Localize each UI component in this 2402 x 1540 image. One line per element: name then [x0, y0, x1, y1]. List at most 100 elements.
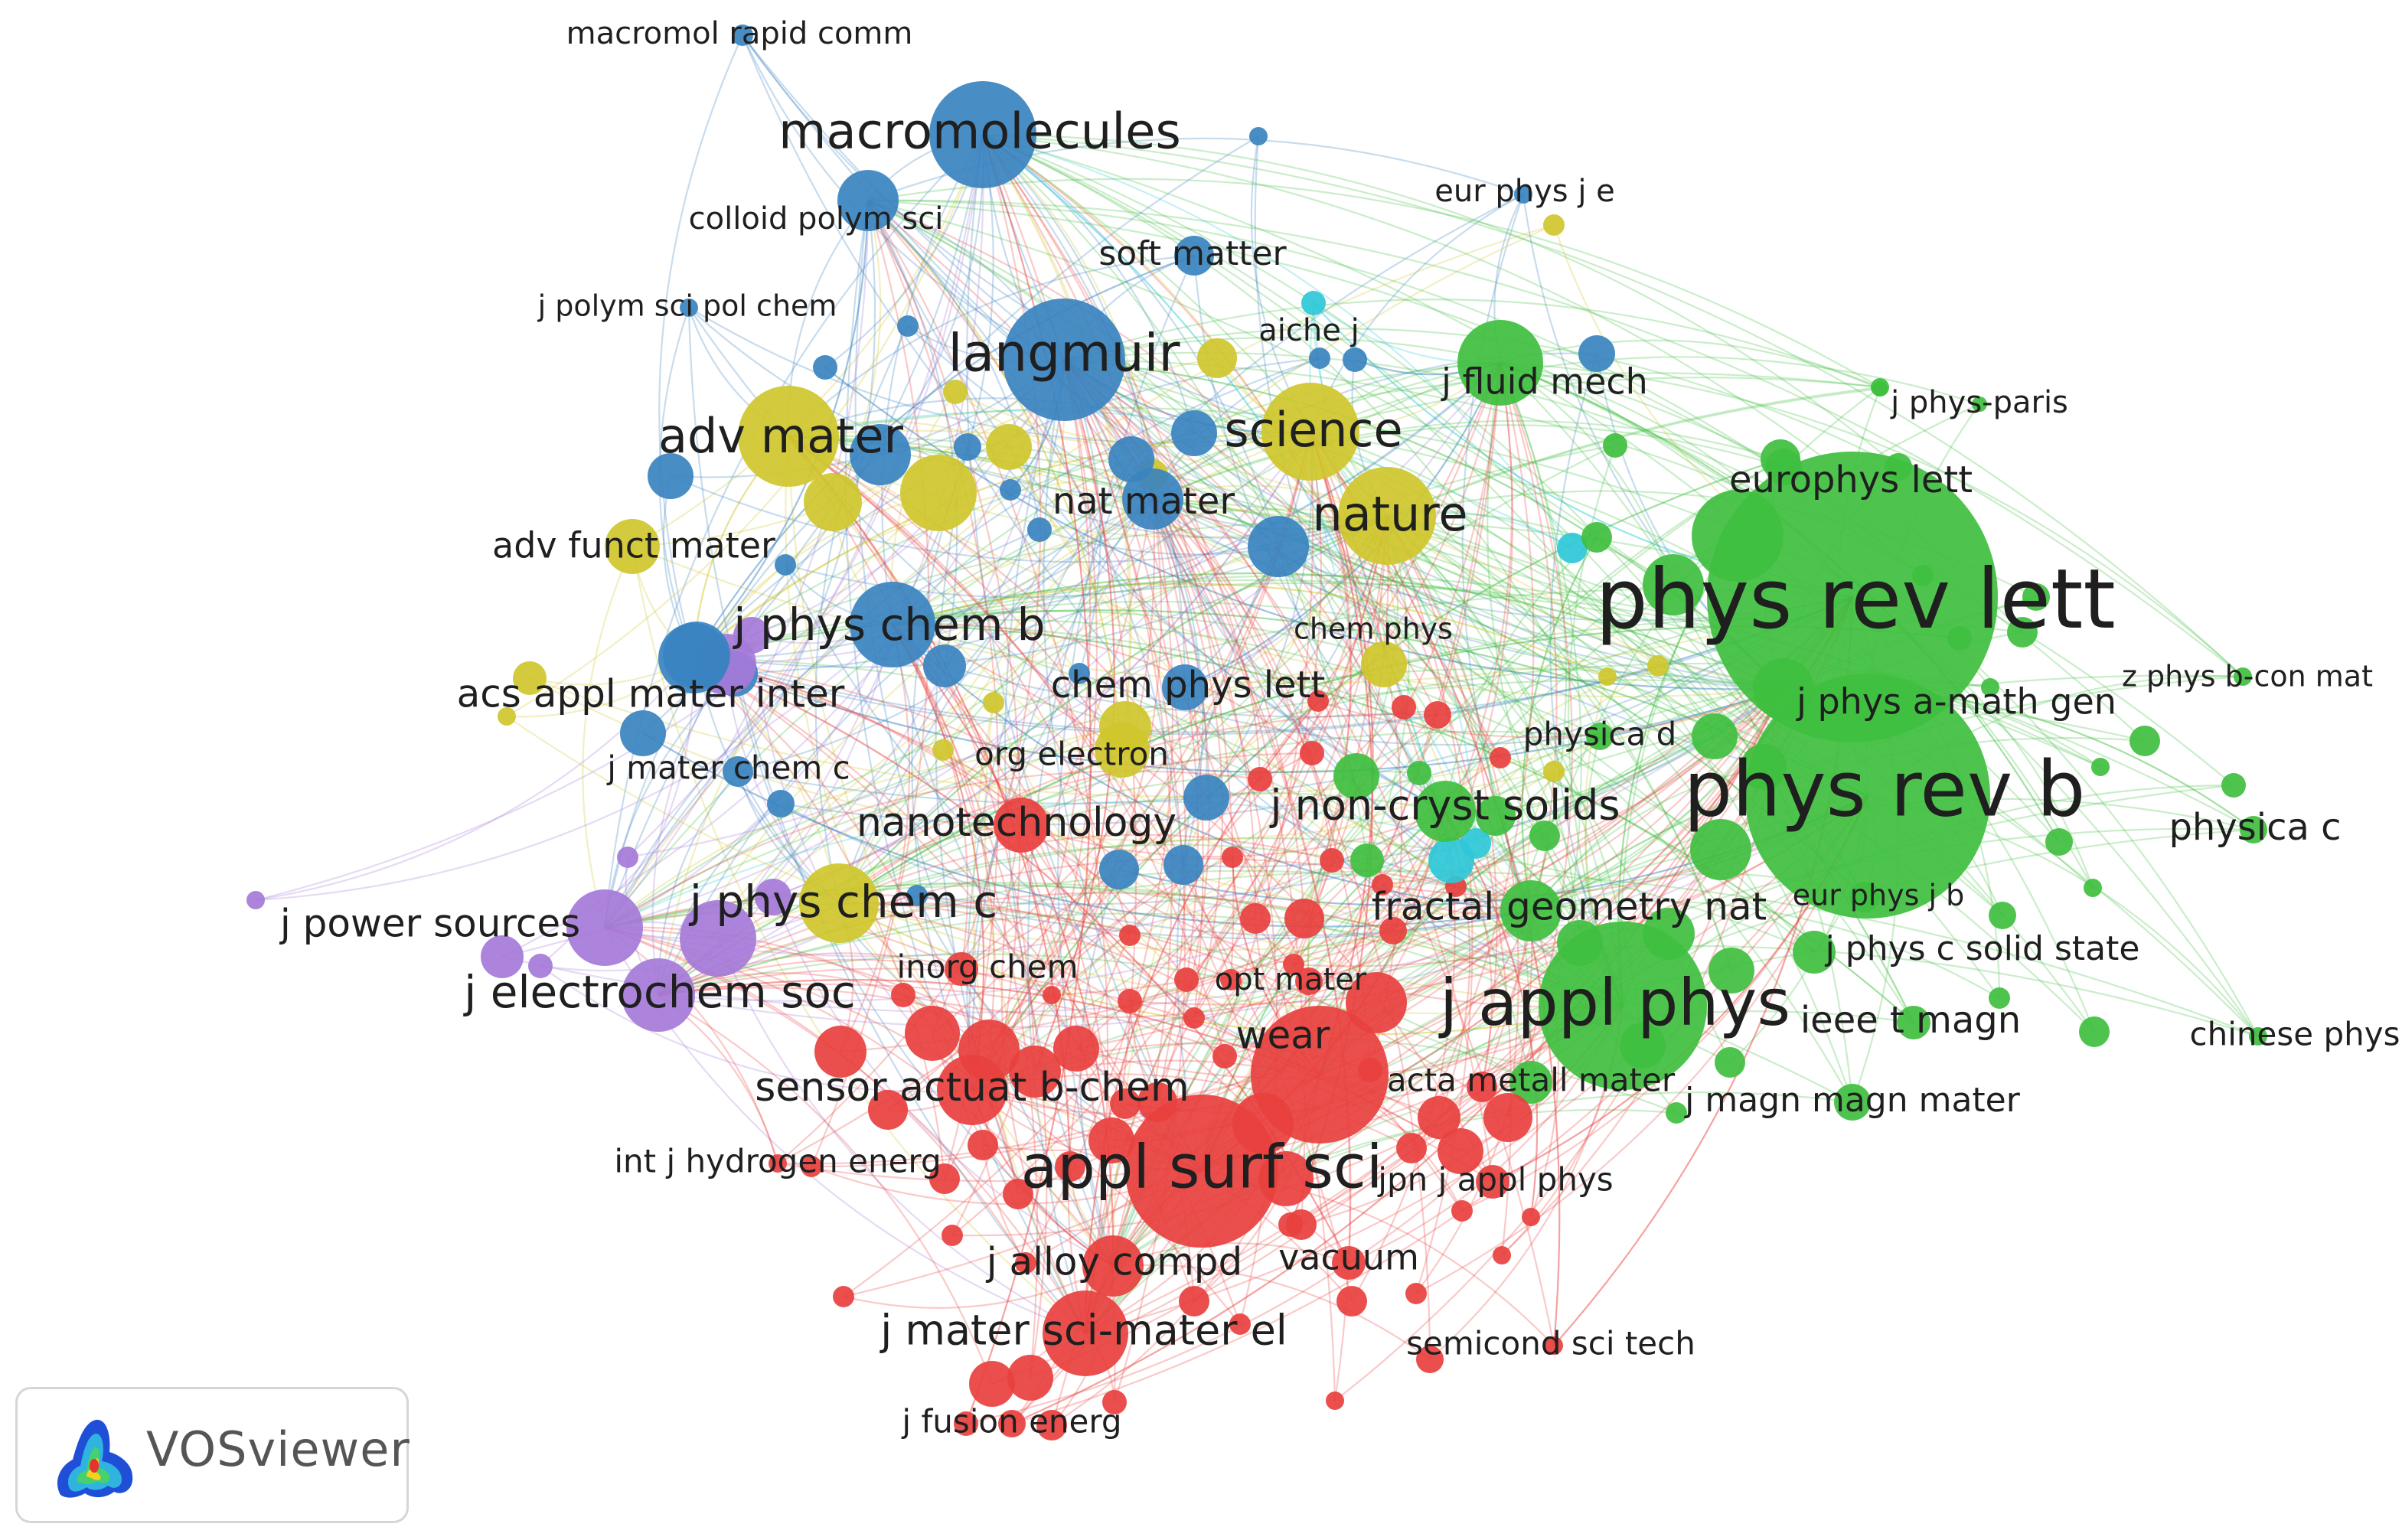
label-j-appl-phys[interactable]: j appl phys	[1438, 965, 1790, 1040]
node-int-j-hydrogen-energ[interactable]	[769, 1154, 787, 1173]
node-green[interactable]	[1603, 433, 1627, 458]
node-red[interactable]	[942, 1225, 963, 1246]
label-org-electron[interactable]: org electron	[974, 736, 1169, 773]
label-semicond-sci-tech[interactable]: semicond sci tech	[1406, 1325, 1695, 1362]
node-aiche-j[interactable]	[1301, 291, 1326, 315]
node-red[interactable]	[1003, 1179, 1033, 1209]
label-science[interactable]: science	[1224, 402, 1402, 458]
node-acta-metall-mater[interactable]	[1509, 1061, 1552, 1104]
node-red[interactable]	[1336, 1286, 1367, 1317]
node-chem-phys-lett[interactable]	[1162, 664, 1208, 710]
node-red[interactable]	[1438, 1128, 1483, 1174]
node-phys-rev-lett[interactable]	[1707, 452, 1998, 742]
label-eur-phys-j-e[interactable]: eur phys j e	[1434, 174, 1615, 209]
node-red[interactable]	[1522, 1208, 1540, 1226]
node-red[interactable]	[1396, 1133, 1427, 1163]
node-red[interactable]	[1284, 899, 1324, 938]
label-phys-rev-b[interactable]: phys rev b	[1684, 744, 2086, 834]
label-acs-appl-mater-inter[interactable]: acs appl mater inter	[457, 672, 845, 716]
node-j-phys-paris[interactable]	[1871, 378, 1889, 396]
node-blue[interactable]	[897, 315, 919, 337]
node-blue[interactable]	[1578, 335, 1615, 372]
label-j-alloy-compd[interactable]: j alloy compd	[986, 1240, 1243, 1284]
node-blue[interactable]	[954, 433, 981, 461]
node-green[interactable]	[1666, 1102, 1687, 1124]
node-red[interactable]	[1483, 1093, 1532, 1142]
label-j-fluid-mech[interactable]: j fluid mech	[1441, 361, 1648, 403]
node-adv-mater[interactable]	[738, 386, 839, 487]
node-red[interactable]	[1467, 1072, 1497, 1102]
node-cyan[interactable]	[1428, 837, 1474, 883]
node-red[interactable]	[1451, 1200, 1473, 1222]
node-z-phys-b-con-mat[interactable]	[2234, 667, 2252, 686]
node-langmuir[interactable]	[1003, 299, 1125, 421]
node-physica-d[interactable]	[1586, 723, 1614, 750]
node-nature[interactable]	[1338, 467, 1436, 565]
node-j-non-cryst-solids[interactable]	[1415, 781, 1476, 842]
label-nanotechnology[interactable]: nanotechnology	[857, 800, 1177, 846]
label-appl-surf-sci[interactable]: appl surf sci	[1021, 1133, 1383, 1202]
label-soft-matter[interactable]: soft matter	[1098, 234, 1287, 273]
node-red[interactable]	[1405, 1283, 1427, 1304]
node-blue[interactable]	[1343, 347, 1367, 372]
node-yellow[interactable]	[986, 424, 1032, 470]
node-blue[interactable]	[1099, 850, 1139, 889]
node-yellow[interactable]	[932, 739, 954, 761]
node-red[interactable]	[1392, 695, 1416, 719]
node-org-electron[interactable]	[1095, 723, 1150, 778]
node-blue[interactable]	[813, 355, 837, 380]
node-yellow[interactable]	[983, 692, 1004, 713]
node-green[interactable]	[1989, 987, 2010, 1009]
node-colloid-polym-sci[interactable]	[837, 170, 899, 231]
node-green[interactable]	[1708, 948, 1754, 993]
node-green[interactable]	[1350, 843, 1384, 877]
label-macromol-rapid-comm[interactable]: macromol rapid comm	[566, 16, 913, 51]
node-j-magn-magn-mater[interactable]	[1834, 1084, 1871, 1121]
label-physica-d[interactable]: physica d	[1523, 716, 1677, 753]
node-opt-mater[interactable]	[1295, 967, 1323, 995]
node-green[interactable]	[1972, 396, 1987, 412]
node-red[interactable]	[954, 1411, 978, 1436]
node-blue[interactable]	[850, 424, 911, 485]
node-blue[interactable]	[906, 885, 928, 906]
node-green[interactable]	[2084, 879, 2102, 897]
node-green[interactable]	[2129, 726, 2160, 756]
node-blue[interactable]	[1000, 479, 1021, 501]
node-blue[interactable]	[1027, 517, 1052, 542]
label-j-phys-chem-b[interactable]: j phys chem b	[732, 599, 1045, 651]
label-europhys-lett[interactable]: europhys lett	[1729, 458, 1973, 501]
node-green[interactable]	[2007, 617, 2038, 648]
node-green[interactable]	[1989, 902, 2016, 929]
node-j-phys-c-solid-state[interactable]	[1793, 931, 1836, 974]
node-semicond-sci-tech[interactable]	[1545, 1336, 1563, 1355]
node-inorg-chem[interactable]	[945, 952, 978, 986]
node-green[interactable]	[1581, 522, 1612, 553]
label-nature[interactable]: nature	[1312, 486, 1467, 542]
label-inorg-chem[interactable]: inorg chem	[897, 948, 1079, 986]
label-j-polym-sci-pol-chem[interactable]: j polym sci pol chem	[537, 289, 837, 323]
node-blue[interactable]	[1171, 410, 1217, 456]
node-appl-surf-sci[interactable]	[1125, 1095, 1278, 1248]
node-blue[interactable]	[620, 710, 666, 756]
node-red[interactable]	[1286, 1209, 1317, 1240]
node-blue[interactable]	[1309, 347, 1330, 369]
node-red[interactable]	[1183, 1007, 1205, 1029]
node-red[interactable]	[1036, 1410, 1067, 1440]
node-blue[interactable]	[648, 453, 694, 499]
node-green[interactable]	[1690, 819, 1751, 880]
node-green[interactable]	[1715, 1047, 1745, 1078]
node-red[interactable]	[1088, 1117, 1134, 1163]
node-blue[interactable]	[775, 554, 796, 576]
node-blue[interactable]	[1183, 775, 1229, 821]
node-red[interactable]	[1110, 1088, 1141, 1119]
node-j-fusion-energ[interactable]	[998, 1410, 1026, 1437]
label-int-j-hydrogen-energ[interactable]: int j hydrogen energ	[614, 1143, 941, 1180]
node-ieee-t-magn[interactable]	[1897, 1006, 1930, 1039]
node-j-mater-chem-c[interactable]	[723, 756, 753, 787]
node-red[interactable]	[968, 1130, 998, 1160]
node-j-alloy-compd[interactable]	[1082, 1235, 1144, 1297]
node-yellow[interactable]	[900, 455, 977, 531]
node-purple[interactable]	[246, 891, 265, 909]
node-j-mater-sci-mater-el[interactable]	[1043, 1290, 1128, 1376]
label-j-fusion-energ[interactable]: j fusion energ	[901, 1403, 1121, 1440]
